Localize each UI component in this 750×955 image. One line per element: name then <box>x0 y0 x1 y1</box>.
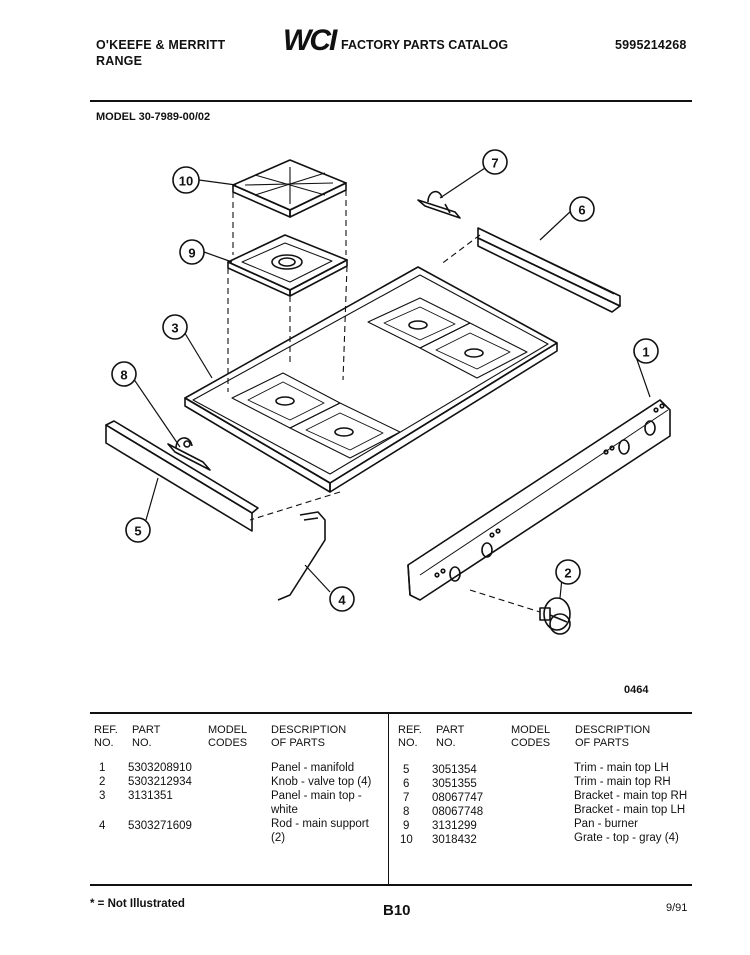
main-top-panel <box>184 266 558 493</box>
callout-10 <box>172 166 200 194</box>
footnote: * = Not Illustrated <box>90 898 185 910</box>
catalog-title: FACTORY PARTS CATALOG <box>341 38 509 52</box>
exploded-parts-diagram: 10 9 7 6 1 3 8 5 4 2 <box>105 149 671 635</box>
catalog-date: 9/91 <box>666 902 688 914</box>
callout-label-4: 4 <box>338 593 346 608</box>
table-bottom-rule <box>90 884 692 886</box>
brand-line-2: RANGE <box>96 54 143 68</box>
table-top-rule <box>90 712 692 714</box>
callout-label-10: 10 <box>179 174 193 189</box>
callout-4 <box>329 586 355 612</box>
callout-7 <box>482 149 508 175</box>
brand-line-1: O'KEEFE & MERRITT <box>96 38 226 52</box>
callout-8 <box>111 361 137 387</box>
burner-pan <box>227 234 348 297</box>
trim-rh <box>477 227 621 313</box>
callout-label-1: 1 <box>642 345 649 360</box>
model-number: MODEL 30-7989-00/02 <box>96 111 211 123</box>
valve-knob <box>539 597 571 635</box>
callout-label-8: 8 <box>120 368 127 383</box>
callout-label-7: 7 <box>491 156 498 171</box>
callout-label-6: 6 <box>578 203 585 218</box>
callout-label-9: 9 <box>188 246 195 261</box>
page-number: B10 <box>383 902 411 919</box>
hdr-ref-left: REF.NO. <box>94 724 118 749</box>
callout-5 <box>125 517 151 543</box>
support-rod <box>277 511 326 601</box>
drawing-code: 0464 <box>624 684 649 696</box>
callout-3 <box>162 314 188 340</box>
wci-logo: WCI <box>283 24 337 57</box>
manifold-panel <box>407 399 671 601</box>
callout-2 <box>555 559 581 585</box>
hdr-ref-right: REF.NO. <box>398 724 422 749</box>
callout-label-2: 2 <box>564 566 571 581</box>
callout-1 <box>633 338 659 364</box>
bracket-lh <box>167 437 211 471</box>
trim-lh <box>105 420 259 532</box>
callout-label-5: 5 <box>134 524 141 539</box>
catalog-number: 5995214268 <box>615 38 687 52</box>
callout-6 <box>569 196 595 222</box>
callout-9 <box>179 239 205 265</box>
header-rule <box>90 100 692 102</box>
grate <box>232 159 347 218</box>
callout-label-3: 3 <box>171 321 178 336</box>
table-divider <box>388 714 389 884</box>
bracket-rh <box>417 190 461 219</box>
